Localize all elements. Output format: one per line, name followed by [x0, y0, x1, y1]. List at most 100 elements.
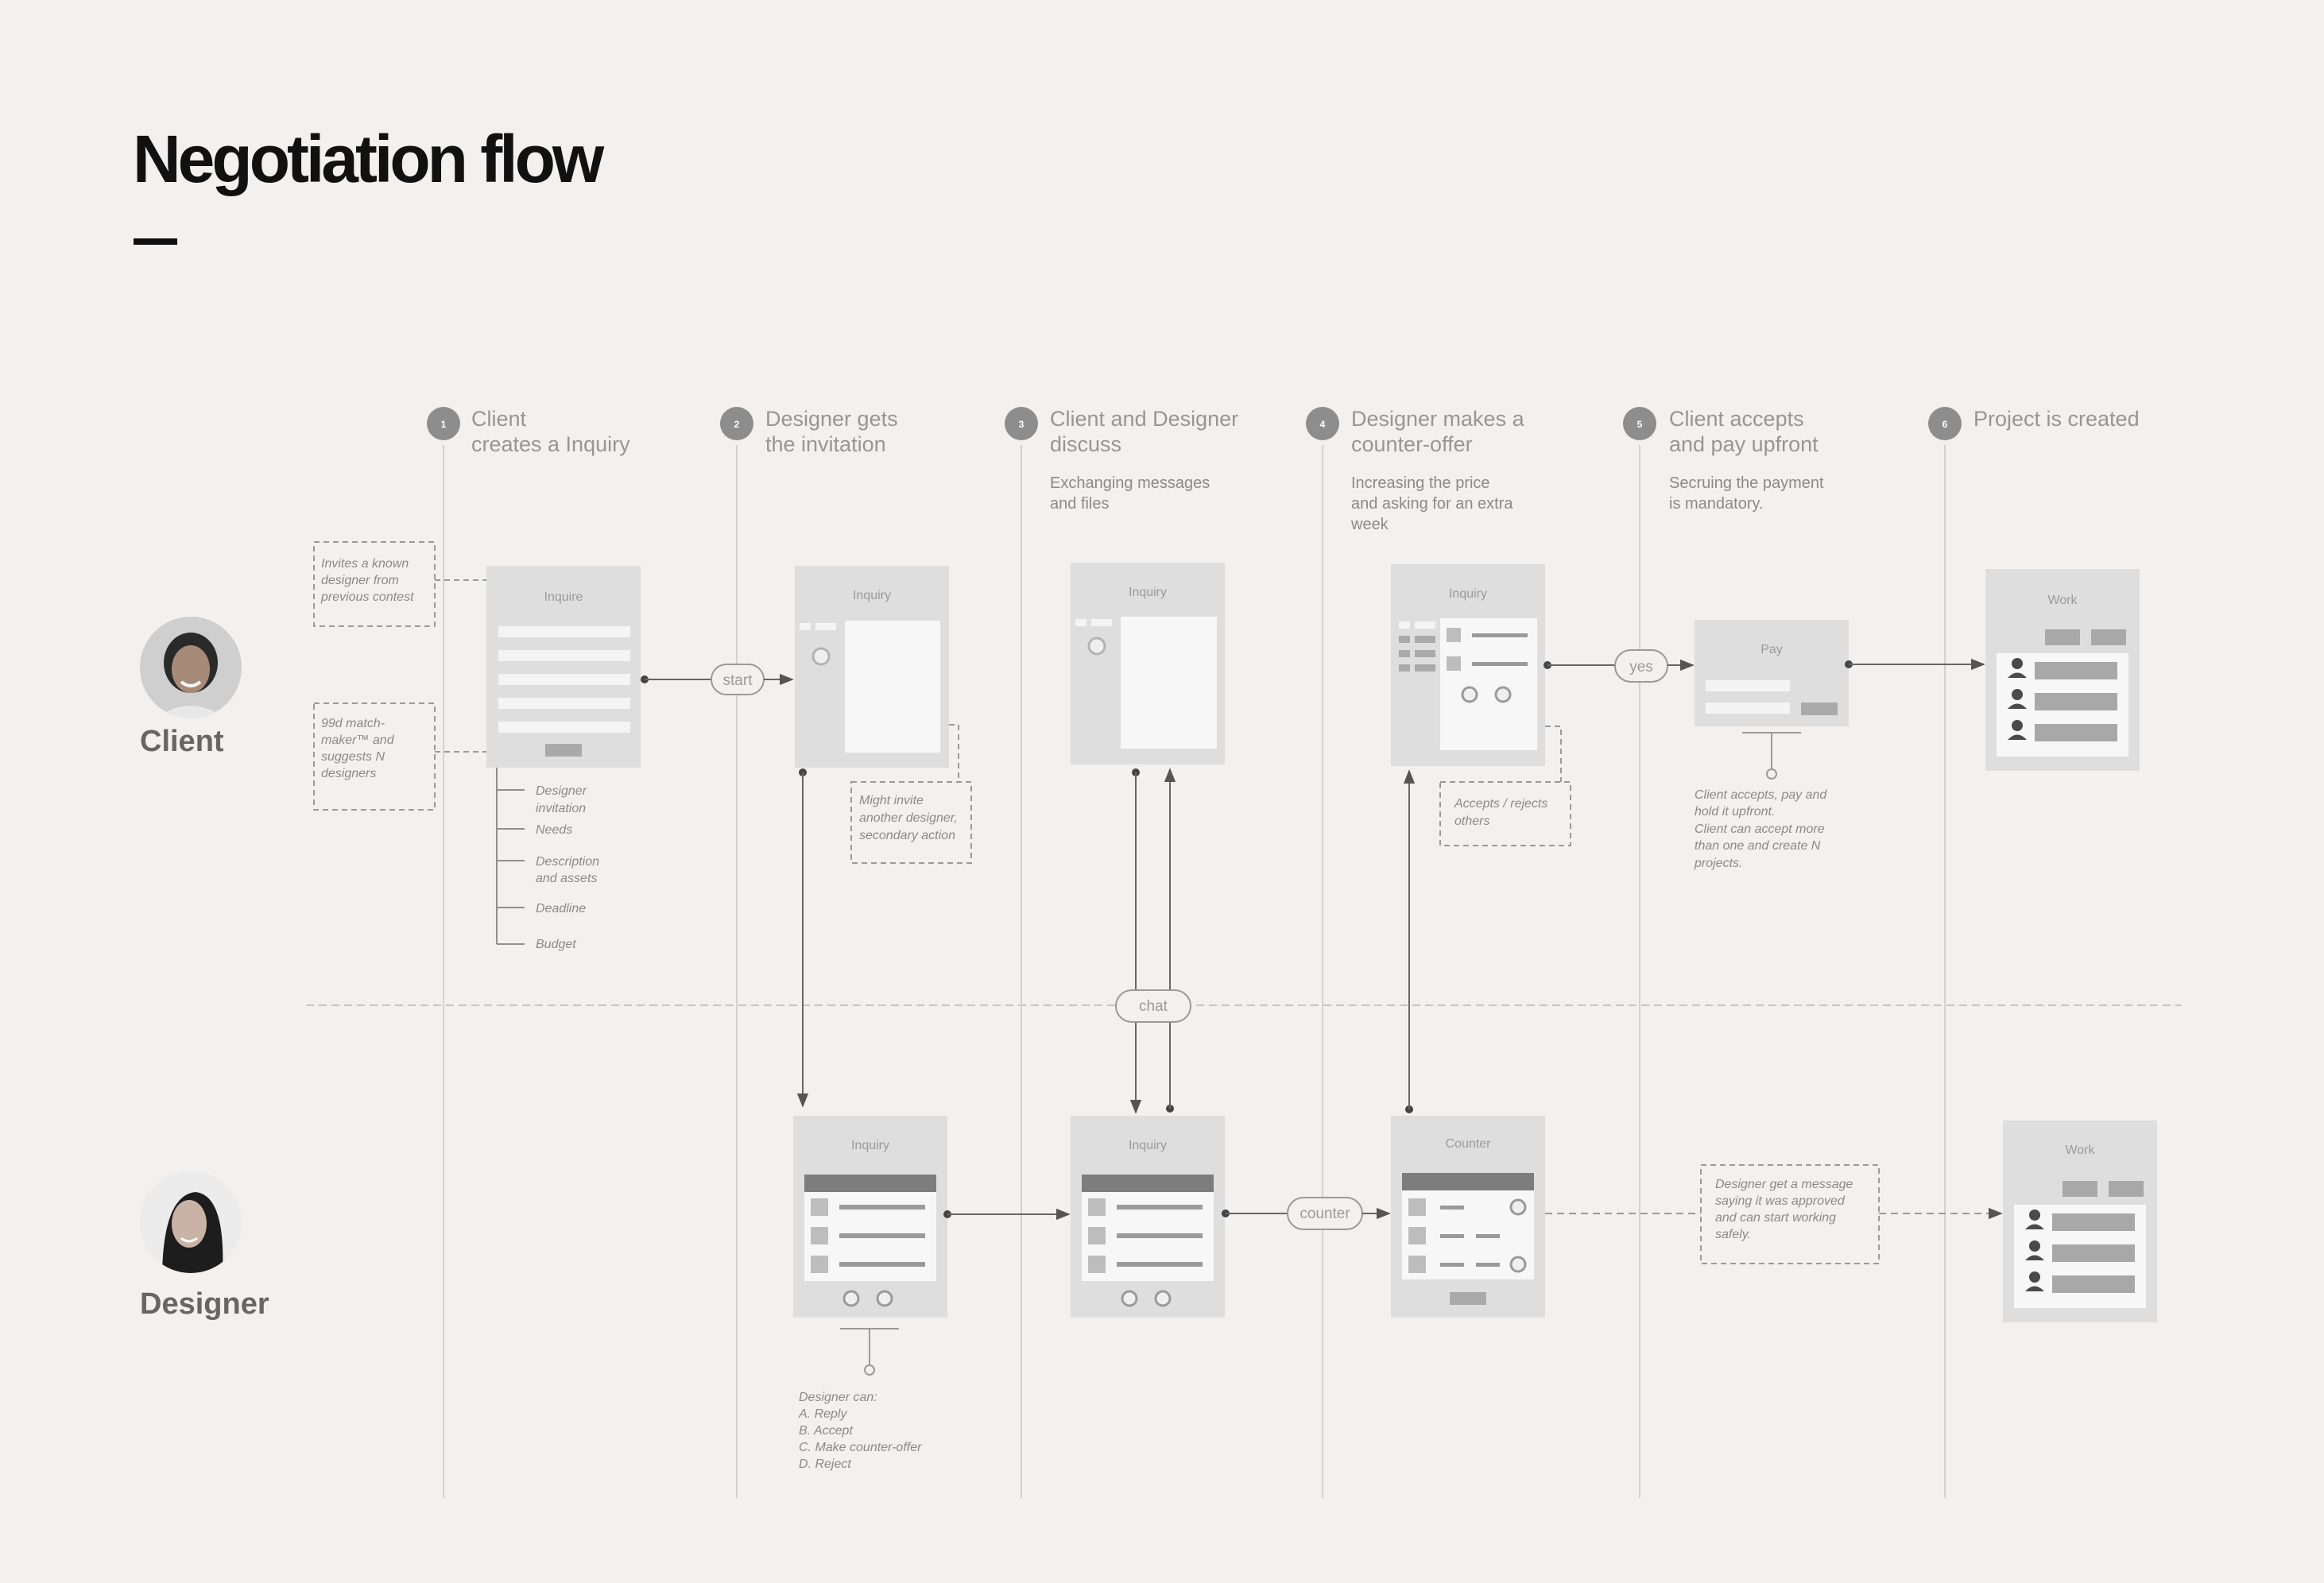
step-title-line: Designer gets [765, 407, 898, 431]
inquiry-fields-tree [496, 768, 525, 945]
note-invite-known: Invites a known designer from previous c… [313, 541, 486, 627]
svg-text:Designer can:: Designer can: [799, 1391, 877, 1404]
svg-text:another designer,: another designer, [859, 811, 958, 825]
step-2-header: 2 Designer gets the invitation [720, 407, 898, 456]
step-title-line: discuss [1050, 432, 1121, 456]
svg-text:previous contest: previous contest [320, 590, 414, 604]
svg-text:Needs: Needs [536, 823, 572, 837]
svg-text:maker™ and: maker™ and [321, 733, 395, 747]
note-client-accepts [1742, 732, 1801, 780]
designer-inquiry-card-2: Inquiry [793, 1116, 947, 1318]
step-title-line: Project is created [1973, 407, 2140, 431]
svg-text:others: others [1454, 815, 1489, 828]
step-desc-line: week [1350, 516, 1389, 533]
step-title-line: counter-offer [1351, 432, 1473, 456]
step-desc-line: and asking for an extra [1351, 495, 1513, 513]
svg-text:Invites a known: Invites a known [321, 557, 409, 571]
step-5-header: 5 Client accepts and pay upfront Secruin… [1623, 407, 1824, 513]
client-inquire-card: Inquire [486, 566, 641, 768]
designer-avatar [140, 1171, 242, 1273]
note-client-accepts-text: Client accepts, pay and hold it upfront.… [1694, 788, 1827, 870]
svg-text:B. Accept: B. Accept [799, 1424, 853, 1438]
svg-text:99d match-: 99d match- [321, 717, 385, 730]
designer-label: Designer [140, 1287, 269, 1321]
step-desc-line: is mandatory. [1669, 495, 1764, 513]
step-title-line: and pay upfront [1669, 432, 1819, 456]
step-title-line: Client [471, 407, 527, 431]
svg-text:designers: designers [321, 767, 376, 780]
title-underline [134, 238, 177, 245]
svg-text:A. Reply: A. Reply [798, 1407, 847, 1421]
note-accepts-rejects: Accepts / rejects others [1439, 726, 1571, 846]
step-number: 4 [1320, 419, 1326, 430]
counter-connector: counter [1222, 1197, 1391, 1230]
client-inquiry-card-3: Inquiry [1071, 563, 1225, 764]
yes-pill-label: yes [1629, 659, 1653, 675]
step-number-badge [720, 407, 753, 440]
step-3-header: 3 Client and Designer discuss Exchanging… [1005, 407, 1238, 513]
step-desc-line: and files [1050, 495, 1110, 513]
step-number-badge [1005, 407, 1038, 440]
step-number-badge [1623, 407, 1656, 440]
page-title: Negotiation flow [133, 122, 604, 196]
client-inquiry-card-2: Inquiry [795, 566, 949, 768]
step-title-line: the invitation [765, 432, 886, 456]
step-1-header: 1 Client creates a Inquiry [427, 407, 630, 456]
client-pay-card: Pay [1695, 620, 1849, 726]
step-number: 3 [1019, 419, 1024, 430]
chat-pill: chat [1115, 989, 1191, 1023]
svg-text:secondary action: secondary action [859, 829, 955, 842]
svg-text:Client accepts, pay and: Client accepts, pay and [1695, 788, 1827, 802]
client-avatar [140, 617, 242, 718]
svg-text:Inquiry: Inquiry [1129, 1139, 1167, 1152]
svg-text:invitation: invitation [536, 802, 586, 815]
step-number-badge [1928, 407, 1962, 440]
start-pill-label: start [723, 672, 753, 689]
chat-pill-label: chat [1139, 998, 1168, 1015]
designer-work-card: Work [2003, 1120, 2157, 1322]
svg-text:Inquire: Inquire [544, 590, 583, 604]
note-designer-message: Designer get a message saying it was app… [1700, 1164, 1880, 1264]
inquiry-fields-labels: Designer invitation Needs Description an… [536, 784, 599, 951]
svg-text:than one and create N: than one and create N [1695, 839, 1821, 853]
svg-text:Designer get a message: Designer get a message [1715, 1178, 1853, 1191]
svg-text:Work: Work [2065, 1144, 2095, 1157]
designer-counter-card: Counter [1391, 1116, 1545, 1318]
svg-text:hold it upfront.: hold it upfront. [1695, 805, 1775, 819]
yes-connector: yes [1544, 649, 1695, 683]
step-number: 1 [441, 419, 447, 430]
step-desc-line: Exchanging messages [1050, 474, 1210, 492]
step-desc-line: Secruing the payment [1669, 474, 1824, 492]
step-title-line: Client accepts [1669, 407, 1804, 431]
svg-text:Inquiry: Inquiry [851, 1139, 889, 1152]
step-number: 6 [1942, 419, 1948, 430]
designer-inquiry-card-3: Inquiry [1071, 1116, 1225, 1318]
step-4-header: 4 Designer makes a counter-offer Increas… [1306, 407, 1525, 533]
svg-text:safely.: safely. [1715, 1228, 1751, 1241]
svg-text:suggests N: suggests N [321, 750, 385, 764]
step-6-header: 6 Project is created [1928, 407, 2140, 440]
note-might-invite: Might invite another designer, secondary… [850, 724, 972, 864]
svg-text:Inquiry: Inquiry [1449, 587, 1487, 601]
client-label: Client [140, 725, 224, 758]
svg-text:and can start working: and can start working [1715, 1211, 1836, 1225]
svg-text:Designer: Designer [536, 784, 587, 798]
note-matchmaker: 99d match- maker™ and suggests N designe… [313, 702, 486, 811]
client-inquiry-card-4: Inquiry [1391, 564, 1545, 766]
note-designer-can [840, 1328, 899, 1376]
step-title-line: Designer makes a [1351, 407, 1525, 431]
svg-text:Inquiry: Inquiry [853, 589, 891, 602]
svg-text:Counter: Counter [1446, 1137, 1492, 1151]
svg-text:Budget: Budget [536, 938, 576, 951]
step-title-line: creates a Inquiry [471, 432, 630, 456]
counter-pill-label: counter [1300, 1206, 1350, 1222]
svg-text:projects.: projects. [1694, 857, 1742, 870]
step-number: 2 [734, 419, 740, 430]
step-title-line: Client and Designer [1050, 407, 1238, 431]
svg-text:Accepts / rejects: Accepts / rejects [1454, 797, 1547, 811]
step-number-badge [427, 407, 460, 440]
start-connector: start [641, 664, 794, 695]
step-number-badge [1306, 407, 1339, 440]
step-desc-line: Increasing the price [1351, 474, 1490, 492]
